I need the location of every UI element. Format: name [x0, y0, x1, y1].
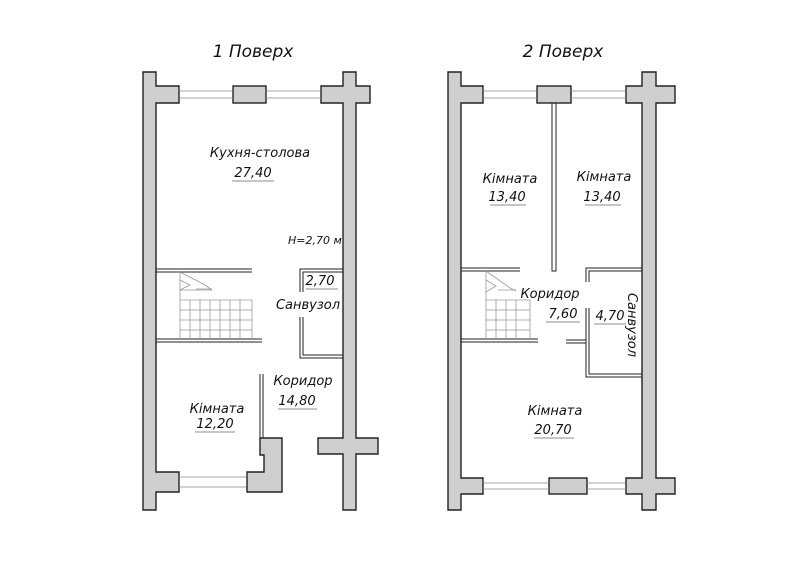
bedroom-1-name: Кімната	[190, 402, 245, 417]
bedroom-2a-area: 13,40	[488, 190, 525, 205]
bedroom-2c-area: 20,70	[534, 423, 571, 438]
floor-1-bottom-pier	[246, 437, 283, 493]
bedroom-2b-name: Кімната	[577, 170, 632, 185]
kitchen-area: 27,40	[234, 166, 271, 181]
bathroom-1-name: Санвузол	[276, 298, 340, 313]
corridor-1-area: 14,80	[278, 394, 315, 409]
bedroom-2b-area: 13,40	[583, 190, 620, 205]
bathroom-1-area: 2,70	[306, 274, 335, 289]
corridor-1-name: Коридор	[273, 374, 332, 389]
floor-2-plan: 2 Поверх Кімната 13,40 Кімната 13,40 Кор…	[447, 42, 676, 511]
bathroom-2-area: 4,70	[596, 309, 625, 324]
floor-1-left-wall	[142, 71, 180, 511]
bathroom-2-name: Санвузол	[624, 293, 639, 357]
floor-1-stairs	[179, 271, 253, 339]
floor-2-bottom-pier	[548, 477, 588, 495]
floor-1-title: 1 Поверх	[213, 42, 295, 62]
floor-1-plan: 1 Поверх Кухня-столова 27,40 H=2,70 м 2,…	[142, 42, 379, 511]
bedroom-2c-name: Кімната	[528, 404, 583, 419]
bedroom-1-area: 12,20	[196, 417, 233, 432]
ceiling-height: H=2,70 м	[288, 234, 342, 247]
floor-1-right-wall	[317, 71, 379, 511]
corridor-2-area: 7,60	[549, 307, 578, 322]
kitchen-name: Кухня-столова	[210, 146, 310, 161]
floor-2-left-wall	[447, 71, 484, 511]
bedroom-2a-name: Кімната	[483, 172, 538, 187]
floor-2-title: 2 Поверх	[523, 42, 605, 62]
floor-2-stairs	[485, 270, 531, 339]
floor-2-top-pier	[536, 85, 572, 104]
corridor-2-name: Коридор	[520, 287, 579, 302]
floor-1-top-pier	[232, 85, 267, 104]
floor-2-right-wall	[625, 71, 676, 511]
